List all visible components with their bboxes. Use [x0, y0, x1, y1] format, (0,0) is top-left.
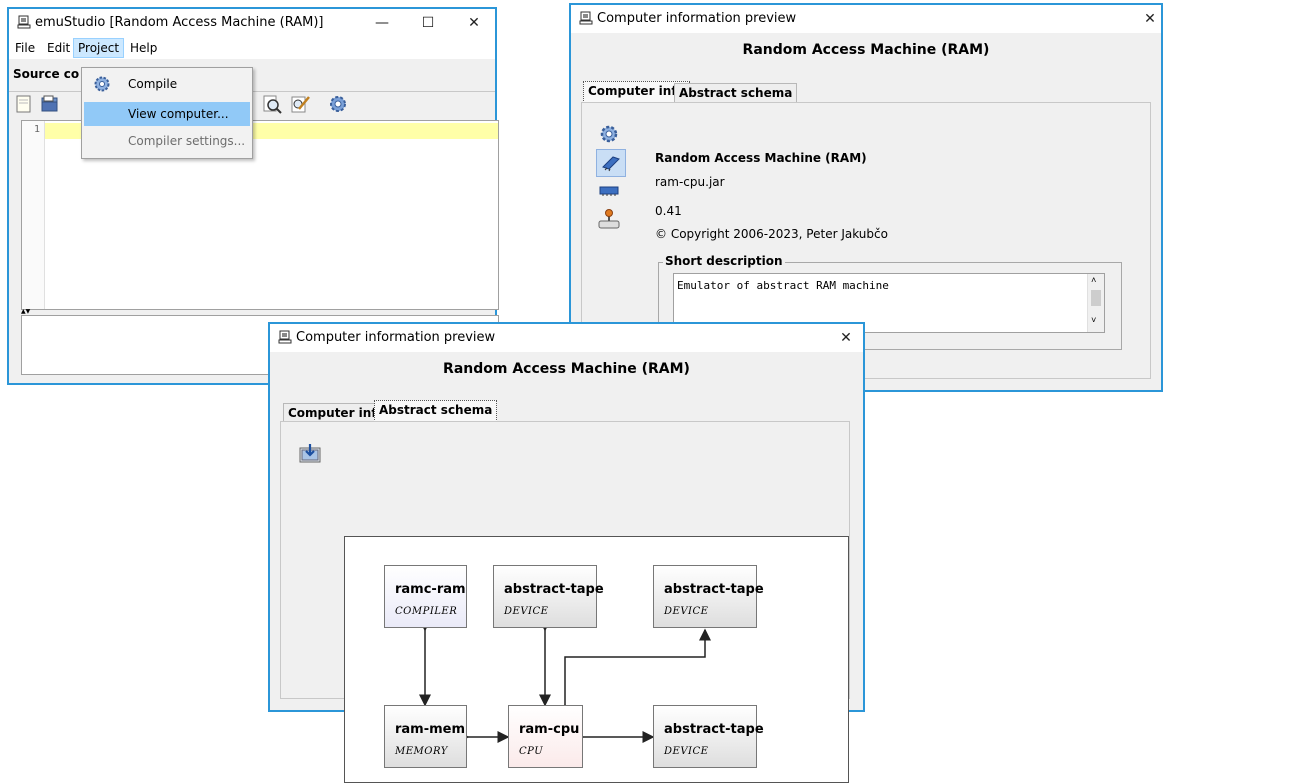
menu-item-label: Compile: [128, 77, 178, 91]
box-type: MEMORY: [395, 746, 448, 757]
joystick-device-icon[interactable]: [597, 208, 621, 230]
abstract-schema-window: Computer information preview ✕ Random Ac…: [268, 322, 865, 783]
device-box-tape-1[interactable]: abstract-tape DEVICE: [493, 565, 604, 628]
box-name: ram-cpu: [519, 722, 580, 737]
cpu-box[interactable]: ram-cpu CPU: [508, 705, 583, 768]
menu-item-label: Compiler settings...: [128, 134, 246, 148]
window-title: emuStudio [Random Access Machine (RAM)]: [35, 15, 324, 30]
short-description-label: Short description: [663, 254, 785, 268]
gear-icon[interactable]: [598, 123, 620, 145]
menu-project[interactable]: Project: [73, 38, 125, 58]
close-button[interactable]: ✕: [1144, 11, 1156, 27]
menu-item-label: View computer...: [128, 107, 229, 121]
minimize-button[interactable]: —: [375, 15, 389, 31]
tab-computer-info[interactable]: Computer info: [283, 403, 390, 422]
description-text: Emulator of abstract RAM machine: [677, 279, 889, 292]
menu-file[interactable]: File: [15, 41, 36, 55]
window-title: Computer information preview: [597, 11, 797, 26]
find-replace-icon[interactable]: [289, 93, 311, 115]
vertical-scrollbar[interactable]: ˄ ˅: [1087, 274, 1104, 332]
close-button[interactable]: ✕: [840, 330, 852, 346]
export-image-icon[interactable]: [298, 442, 322, 464]
window-title: Computer information preview: [296, 330, 496, 345]
menu-bar: File Edit Project Help: [9, 37, 495, 59]
open-folder-icon[interactable]: [39, 93, 61, 115]
cpu-chip-icon-selected[interactable]: [596, 149, 626, 177]
box-name: ram-mem: [395, 722, 466, 737]
box-name: abstract-tape: [664, 582, 764, 597]
menu-item-compiler-settings: Compiler settings...: [84, 129, 250, 153]
menu-item-compile[interactable]: Compile: [84, 72, 250, 96]
scroll-thumb[interactable]: [1091, 290, 1101, 306]
menu-edit[interactable]: Edit: [47, 41, 71, 55]
plugin-name: Random Access Machine (RAM): [655, 151, 867, 165]
box-name: abstract-tape: [504, 582, 604, 597]
computer-heading: Random Access Machine (RAM): [742, 42, 990, 58]
abstract-schema-panel: ramc-ram COMPILER abstract-tape DEVICE a…: [280, 421, 850, 783]
find-icon[interactable]: [261, 93, 283, 115]
maximize-button[interactable]: ☐: [421, 15, 435, 31]
menu-help[interactable]: Help: [130, 41, 158, 55]
emustudio-window: emuStudio [Random Access Machine (RAM)] …: [7, 7, 499, 385]
app-icon: [579, 11, 593, 25]
box-type: CPU: [519, 746, 544, 757]
tab-abstract-schema[interactable]: Abstract schema: [674, 83, 798, 102]
tab-abstract-schema[interactable]: Abstract schema: [374, 400, 498, 422]
device-box-tape-3[interactable]: abstract-tape DEVICE: [653, 705, 764, 768]
tab-source-code[interactable]: Source co: [13, 67, 80, 81]
line-number-gutter: 1: [22, 121, 45, 309]
tape2-cpu-connector: [559, 628, 711, 716]
memory-box[interactable]: ram-mem MEMORY: [384, 705, 467, 768]
close-button[interactable]: ✕: [468, 15, 480, 31]
line-number: 1: [33, 124, 40, 135]
box-type: COMPILER: [395, 606, 458, 617]
scroll-down-arrow[interactable]: ˅: [1091, 316, 1097, 326]
computer-heading: Random Access Machine (RAM): [443, 361, 690, 377]
title-bar[interactable]: Computer information preview ✕: [571, 5, 1161, 33]
new-file-icon[interactable]: [13, 93, 35, 115]
source-editor[interactable]: 1: [21, 120, 499, 310]
app-icon: [278, 330, 292, 344]
device-box-tape-2[interactable]: abstract-tape DEVICE: [653, 565, 764, 628]
box-name: abstract-tape: [664, 722, 764, 737]
plugin-copyright: © Copyright 2006-2023, Peter Jakubčo: [655, 227, 888, 241]
box-type: DEVICE: [664, 746, 709, 757]
title-bar[interactable]: emuStudio [Random Access Machine (RAM)] …: [9, 9, 495, 37]
app-icon: [17, 15, 31, 29]
menu-item-view-computer[interactable]: View computer...: [84, 102, 250, 126]
split-pane-divider[interactable]: ▲▼: [21, 308, 31, 315]
project-menu-dropdown: Compile View computer... Compiler settin…: [81, 67, 253, 159]
tab-strip: Computer info Abstract schema: [583, 81, 798, 103]
box-type: DEVICE: [664, 606, 709, 617]
title-bar[interactable]: Computer information preview ✕: [270, 324, 863, 352]
plugin-file-name: ram-cpu.jar: [655, 175, 725, 189]
cpu-chip-icon: [602, 156, 620, 172]
plugin-version: 0.41: [655, 204, 682, 218]
schema-canvas: ramc-ram COMPILER abstract-tape DEVICE a…: [344, 536, 849, 783]
compiler-box[interactable]: ramc-ram COMPILER: [384, 565, 467, 628]
compile-gear-icon[interactable]: [327, 93, 349, 115]
gear-icon: [94, 76, 110, 92]
box-name: ramc-ram: [395, 582, 466, 597]
memory-icon[interactable]: [599, 185, 619, 197]
scroll-up-arrow[interactable]: ˄: [1091, 276, 1097, 286]
box-type: DEVICE: [504, 606, 549, 617]
tab-strip: Computer info Abstract schema: [282, 400, 502, 422]
